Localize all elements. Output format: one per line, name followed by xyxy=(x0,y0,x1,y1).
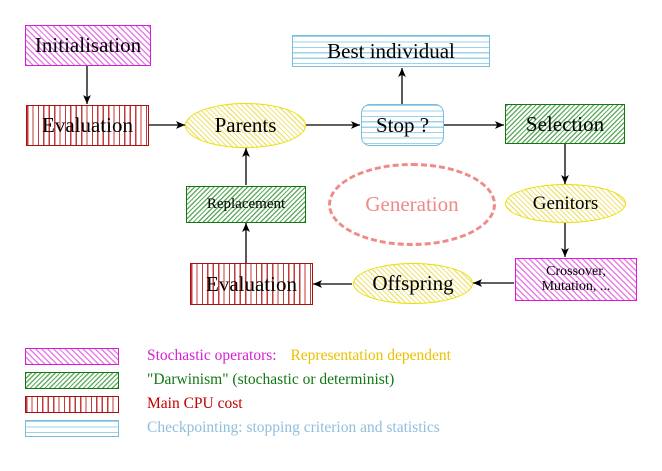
node-evaluation-bottom-label: Evaluation xyxy=(206,271,297,296)
legend-row-main-cpu-cost: Main CPU cost xyxy=(25,395,243,413)
legend-label-main: Main CPU cost xyxy=(147,395,243,412)
legend-label-main: Stochastic operators: xyxy=(147,347,277,364)
legend-text-main-cpu-cost: Main CPU cost xyxy=(147,395,243,413)
legend-text-checkpointing: Checkpointing: stopping criterion and st… xyxy=(147,419,440,437)
node-stop-label: Stop ? xyxy=(375,112,430,137)
legend-swatch-green-diagonal-hatch xyxy=(25,371,119,389)
node-crossover-line2: Mutation, ... xyxy=(541,278,611,294)
legend-label-alt: Representation dependent xyxy=(290,347,451,364)
node-crossover-mutation[interactable]: Crossover, Mutation, ... xyxy=(515,258,637,301)
legend-text-stochastic-operators: Stochastic operators: Representation dep… xyxy=(147,347,451,365)
legend-swatch-blue-horizontal-hatch xyxy=(25,419,119,437)
node-crossover-line1: Crossover, xyxy=(546,263,606,279)
legend-label-main: "Darwinism" (stochastic or determinist) xyxy=(147,371,395,388)
node-evaluation-bottom[interactable]: Evaluation xyxy=(190,263,313,305)
node-generation-label: Generation xyxy=(365,192,459,216)
legend-row-stochastic-operators: Stochastic operators: Representation dep… xyxy=(25,347,451,365)
node-selection[interactable]: Selection xyxy=(505,104,625,144)
node-offspring-label: Offspring xyxy=(372,271,454,296)
node-initialisation[interactable]: Initialisation xyxy=(25,25,151,66)
node-offspring[interactable]: Offspring xyxy=(353,263,473,304)
node-genitors-label: Genitors xyxy=(532,192,599,214)
node-parents-label: Parents xyxy=(214,113,277,138)
node-best-individual[interactable]: Best individual xyxy=(292,35,490,67)
node-evaluation-top-label: Evaluation xyxy=(42,113,133,138)
legend-row-darwinism: "Darwinism" (stochastic or determinist) xyxy=(25,371,394,389)
node-initialisation-label: Initialisation xyxy=(34,33,142,58)
node-evaluation-top[interactable]: Evaluation xyxy=(26,105,149,146)
legend-swatch-magenta-diagonal-hatch xyxy=(25,347,119,365)
node-generation: Generation xyxy=(328,163,496,246)
node-selection-label: Selection xyxy=(525,111,605,136)
legend-row-checkpointing: Checkpointing: stopping criterion and st… xyxy=(25,419,440,437)
node-replacement-label: Replacement xyxy=(206,195,286,212)
legend-text-darwinism: "Darwinism" (stochastic or determinist) xyxy=(147,371,394,389)
node-parents[interactable]: Parents xyxy=(185,103,306,148)
node-best-individual-label: Best individual xyxy=(327,38,455,63)
legend-label-main: Checkpointing: stopping criterion and st… xyxy=(147,419,440,436)
node-genitors[interactable]: Genitors xyxy=(505,184,626,223)
node-replacement[interactable]: Replacement xyxy=(186,186,306,223)
node-stop[interactable]: Stop ? xyxy=(361,104,444,146)
legend-swatch-red-vertical-hatch xyxy=(25,395,119,413)
